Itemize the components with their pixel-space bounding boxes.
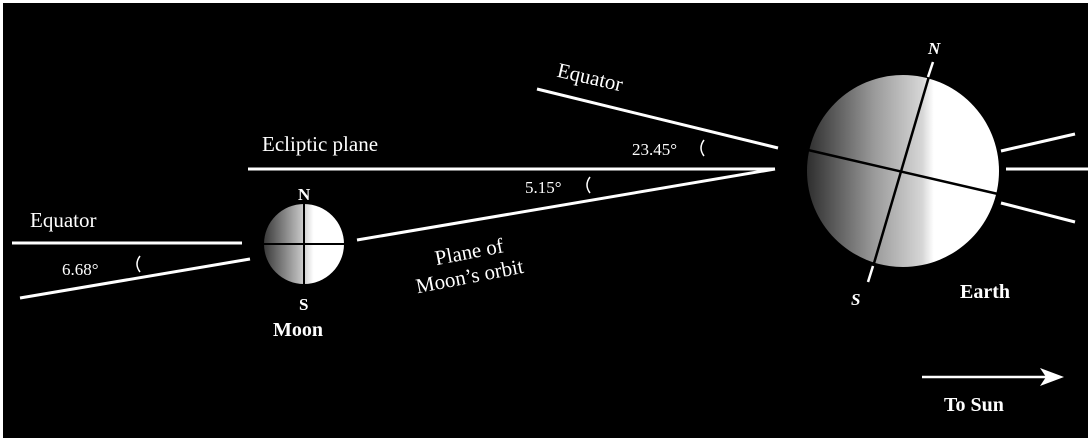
moon-equator-angle-label: 6.68° (62, 260, 99, 279)
moon-orbit-angle-label: 5.15° (525, 178, 562, 197)
earth-south-label: S (851, 290, 860, 309)
moon-north-label: N (298, 185, 311, 204)
earth-north-label: N (927, 39, 941, 58)
sun-ray-upper (1000, 132, 1076, 153)
earth-body (807, 72, 999, 271)
ecliptic-plane-label: Ecliptic plane (262, 132, 378, 156)
earth-name-label: Earth (960, 281, 1010, 303)
earth-axis-south (866, 265, 875, 283)
earth-axis-north (926, 61, 935, 78)
moon-tilted-axis-line (19, 257, 251, 300)
sun-ray-lower (1000, 201, 1076, 224)
moon-south-label: S (299, 295, 308, 314)
equator-left-label: Equator (30, 208, 96, 232)
earth-equator-mark (807, 148, 999, 196)
moon-body (264, 204, 344, 284)
moon-orbit-plane-line (356, 167, 776, 242)
moon-name-label: Moon (273, 319, 323, 341)
to-sun-label: To Sun (944, 394, 1004, 416)
earth-axis-in-sphere (870, 72, 932, 271)
angle-arc-marker-moon (136, 255, 141, 273)
earth-tilt-angle-label: 23.45° (632, 140, 677, 159)
angle-arc-marker-earth (700, 139, 705, 157)
angle-arc-marker-orbit (586, 176, 591, 194)
earth-equator-line (536, 87, 779, 150)
right-arrow-icon (922, 368, 1064, 386)
